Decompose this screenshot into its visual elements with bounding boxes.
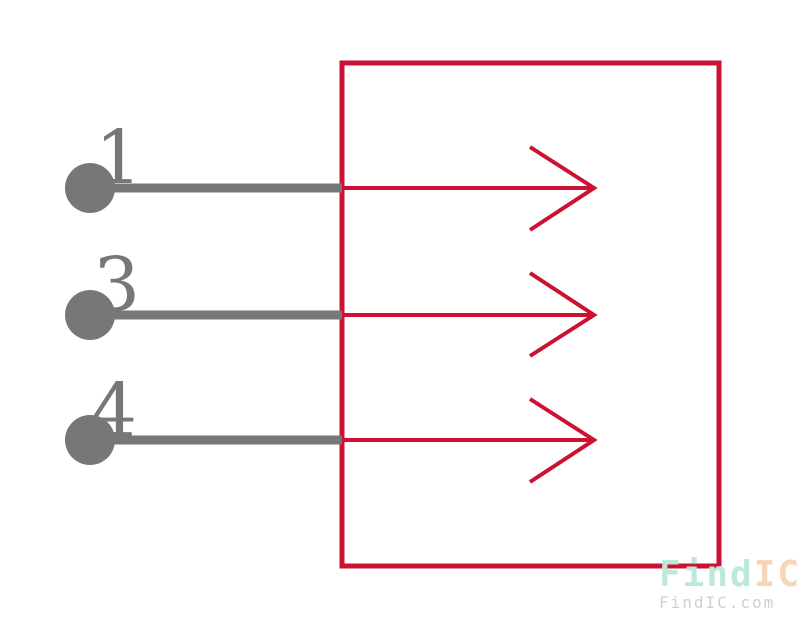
pin-1-endpoint <box>65 163 115 213</box>
pin-3: 3 <box>65 242 598 358</box>
watermark-url: FindIC.com <box>659 593 775 612</box>
pin-3-arrow-head <box>528 271 598 358</box>
pin-4-number: 4 <box>90 368 137 454</box>
pin-4-endpoint <box>65 415 115 465</box>
watermark-logo-find: Find <box>659 554 754 595</box>
pin-3-endpoint <box>65 290 115 340</box>
pin-3-number: 3 <box>93 242 140 328</box>
watermark-logo-ic: IC <box>754 554 800 595</box>
pin-4: 4 <box>65 368 598 484</box>
watermark: FindIC FindIC.com <box>659 554 800 612</box>
pin-4-arrow-head <box>528 397 598 484</box>
pin-1-number: 1 <box>95 115 142 201</box>
watermark-logo: FindIC <box>659 554 800 595</box>
pin-1: 1 <box>65 115 598 232</box>
pin-1-arrow-head <box>528 145 598 232</box>
